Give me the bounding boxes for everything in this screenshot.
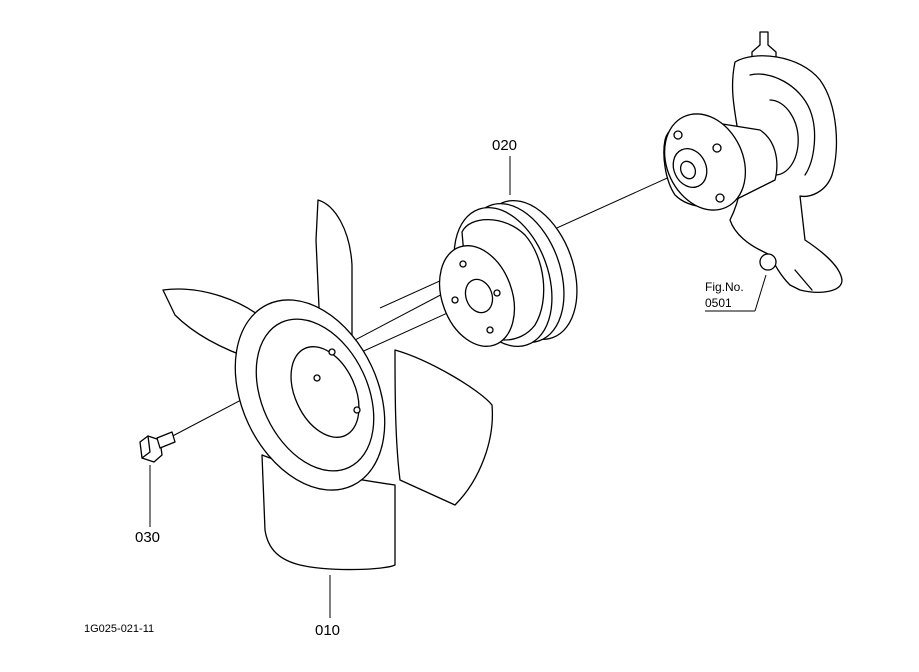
water-pump-icon [663, 31, 843, 293]
leader-lines [149, 156, 767, 618]
fig-ref-number: 0501 [705, 296, 732, 310]
fig-ref-label: Fig.No. [705, 280, 744, 294]
fan-icon [162, 199, 494, 571]
drawing-id: 1G025-021-11 [84, 623, 154, 635]
label-pulley: 020 [492, 137, 517, 154]
bolt-icon [139, 431, 176, 463]
label-bolt: 030 [135, 529, 160, 546]
pulley-icon [438, 199, 578, 348]
label-fan: 010 [315, 622, 340, 639]
